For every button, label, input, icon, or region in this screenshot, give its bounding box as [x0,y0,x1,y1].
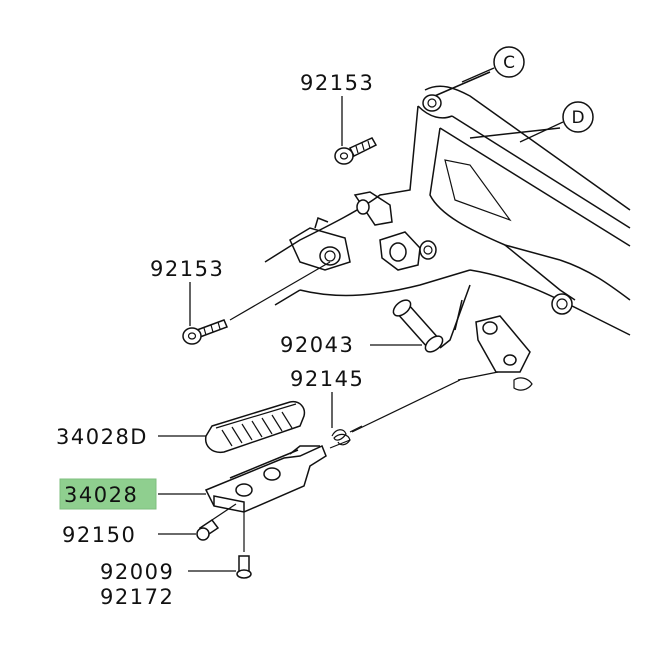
spring-92145 [329,425,363,449]
axis-92145 [351,379,461,433]
label-92009: 92009 [100,560,174,584]
footpeg-bracket [457,315,533,391]
label-92150: 92150 [62,523,136,547]
bolt-92153-mid [182,319,229,345]
axis-92153-mid [229,261,331,321]
callout-d-label: D [571,108,584,128]
footpeg-34028 [204,444,327,552]
label-34028-highlight [59,478,157,510]
label-92153-mid: 92153 [150,257,224,281]
label-34028D: 34028D [56,425,148,449]
bolt-92150 [196,503,237,541]
footpeg-rubber-34028D [204,400,306,454]
label-92145: 92145 [290,367,364,391]
callout-d: D [519,101,594,143]
label-92043: 92043 [280,333,354,357]
callout-c-label: C [503,53,515,73]
frame-subframe [264,71,631,349]
label-34028: 34028 [64,483,138,507]
label-92172: 92172 [100,585,174,609]
label-92153-top: 92153 [300,71,374,95]
pin-92043 [392,299,444,353]
bolt-92009 [236,555,252,579]
bolt-92153-top [334,137,378,165]
callout-c: C [461,46,525,83]
